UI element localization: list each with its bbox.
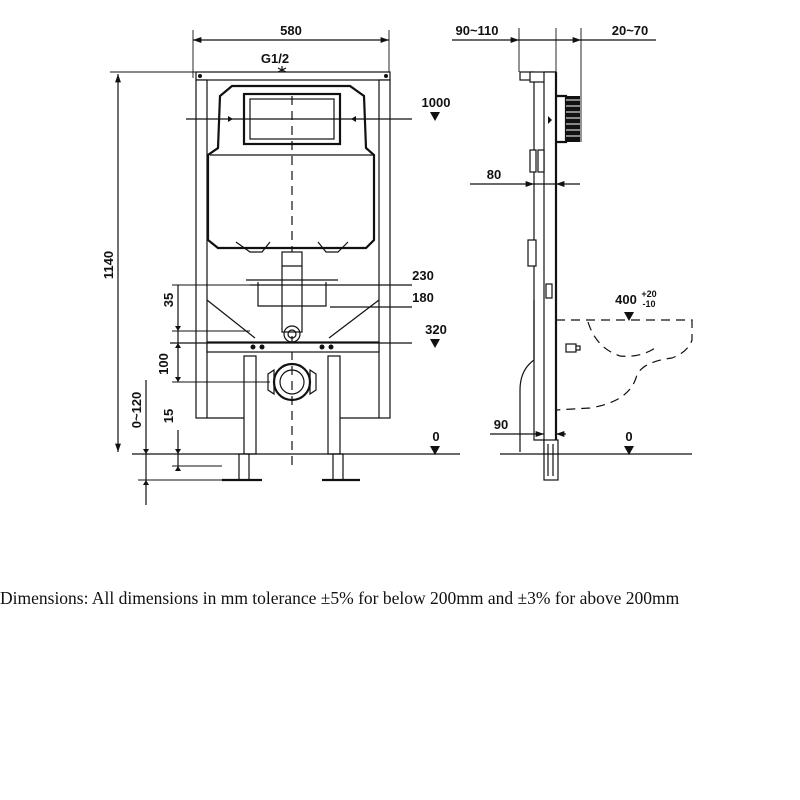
cistern-body [206,84,376,250]
height-400-label: 400 [615,292,637,307]
dim-90-label: 90 [494,417,508,432]
flush-pipe [281,251,303,333]
level-230-label: 230 [412,268,434,283]
height-400-marker [624,312,634,321]
flush-plate-side [556,94,568,144]
floor-marker-side [624,446,634,455]
floor-label-front: 0 [432,429,439,444]
dim-80-label: 80 [487,167,501,182]
height-label: 1140 [101,251,116,279]
dim-15-label: 15 [161,409,176,423]
level-320-marker [430,339,440,348]
cross-bar [206,341,380,353]
dim-adjust-label: 0~120 [129,392,144,429]
level-180-label: 180 [412,290,434,305]
frame-top-bar [195,71,391,81]
level-1000-marker [430,112,440,121]
dimensions-note: Dimensions: All dimensions in mm toleran… [0,588,680,608]
width-label: 580 [280,23,302,38]
side-frame-post [543,71,557,455]
depth-90-110-label: 90~110 [455,23,498,38]
wc-bowl-outline [555,319,693,411]
tolerance-plus: +20 [641,289,656,299]
dim-35-label: 35 [161,293,176,307]
leg-left-inner [243,355,257,455]
frame-left-post [195,79,208,419]
dim-100-label: 100 [156,353,171,375]
inlet-label: G1/2 [261,51,289,66]
technical-drawing: 580 G1/2 1000 1140 [101,23,693,505]
depth-20-70-label: 20~70 [612,23,649,38]
floor-marker-front [430,446,440,455]
frame-right-post [378,79,391,419]
leg-right-inner [327,355,341,455]
level-1000-label: 1000 [422,95,451,110]
front-view: 580 G1/2 1000 1140 [101,23,460,505]
level-320-label: 320 [425,322,447,337]
floor-label-side: 0 [625,429,632,444]
side-foot [543,439,559,481]
tolerance-minus: -10 [642,299,655,309]
side-view: 90~110 20~70 80 400 +20 [452,23,693,481]
